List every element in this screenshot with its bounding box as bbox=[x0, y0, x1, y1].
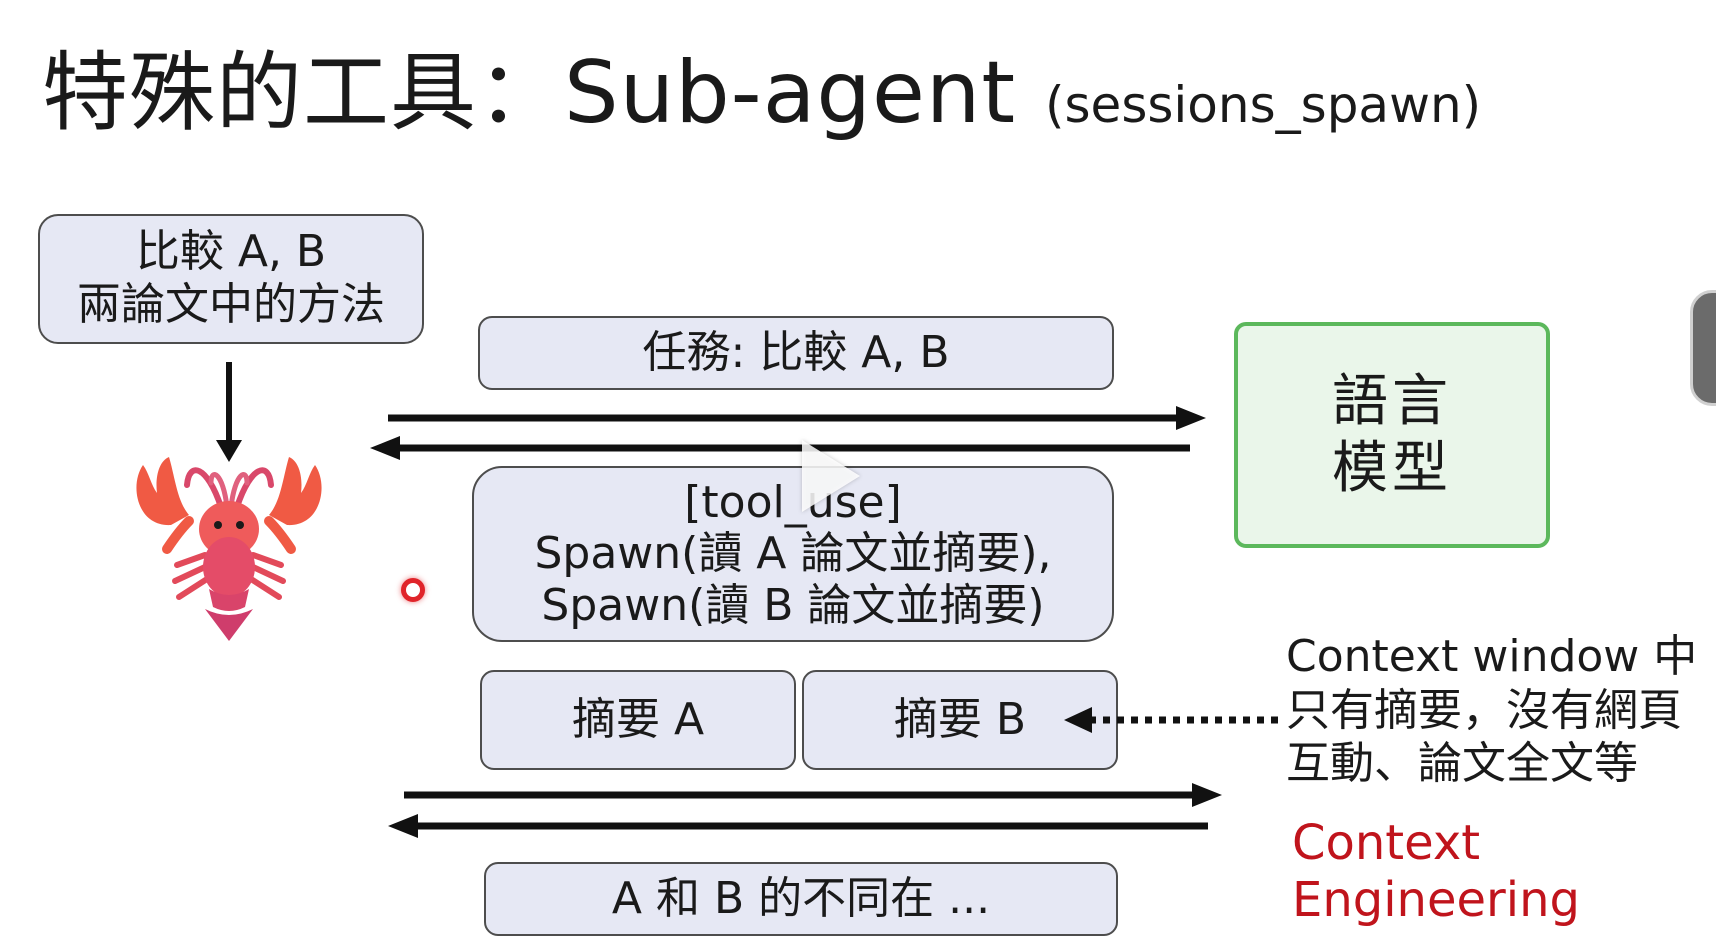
lobster-icon bbox=[136, 457, 322, 641]
lm-to-agent-arrowhead bbox=[370, 436, 400, 460]
language-model-line-1: 語言 bbox=[1332, 368, 1452, 434]
laser-pointer-dot bbox=[401, 578, 425, 602]
context-engineering-line-2: Engineering bbox=[1292, 871, 1580, 928]
language-model-line-2: 模型 bbox=[1332, 436, 1452, 501]
context-window-note: Context window 中 只有摘要，沒有網頁 互動、論文全文等 bbox=[1286, 630, 1697, 791]
user-request-line-2: 兩論文中的方法 bbox=[77, 279, 385, 330]
context-note-line-2: 只有摘要，沒有網頁 bbox=[1286, 684, 1682, 736]
note-to-summary-arrowhead bbox=[1064, 707, 1092, 733]
lm-to-agent-arrowhead-2 bbox=[388, 814, 418, 838]
task-box: 任務: 比較 A, B bbox=[478, 316, 1114, 390]
task-text: 任務: 比較 A, B bbox=[642, 326, 950, 378]
user-request-box: 比較 A, B 兩論文中的方法 bbox=[38, 214, 424, 344]
tool-use-line-1: [tool_use] bbox=[684, 477, 902, 529]
summary-a-text: 摘要 A bbox=[571, 693, 705, 745]
tool-use-line-2: Spawn(讀 A 論文並摘要), bbox=[534, 528, 1052, 580]
summary-b-text: 摘要 B bbox=[893, 693, 1027, 745]
tool-use-line-3: Spawn(讀 B 論文並摘要) bbox=[541, 579, 1045, 631]
play-icon[interactable] bbox=[802, 440, 860, 512]
context-note-line-1: Context window 中 bbox=[1286, 631, 1698, 682]
context-engineering-label: Context Engineering bbox=[1292, 815, 1580, 928]
summary-a-box: 摘要 A bbox=[480, 670, 796, 770]
side-panel-tab[interactable] bbox=[1690, 290, 1716, 406]
result-box: A 和 B 的不同在 ... bbox=[484, 862, 1118, 936]
context-engineering-line-1: Context bbox=[1292, 815, 1481, 871]
result-text: A 和 B 的不同在 ... bbox=[611, 872, 991, 924]
user-request-line-1: 比較 A, B bbox=[135, 226, 327, 278]
slide-subtitle: (sessions_spawn) bbox=[1045, 76, 1482, 134]
tool-use-box: [tool_use] Spawn(讀 A 論文並摘要), Spawn(讀 B 論… bbox=[472, 466, 1114, 642]
slide-title: 特殊的工具：Sub-agent bbox=[42, 43, 1017, 143]
agent-to-lm-arrowhead-2 bbox=[1192, 783, 1222, 807]
language-model-box: 語言 模型 bbox=[1234, 322, 1550, 548]
agent-to-lm-arrowhead bbox=[1176, 406, 1206, 430]
request-to-agent-arrowhead bbox=[216, 440, 242, 462]
context-note-line-3: 互動、論文全文等 bbox=[1286, 738, 1638, 790]
